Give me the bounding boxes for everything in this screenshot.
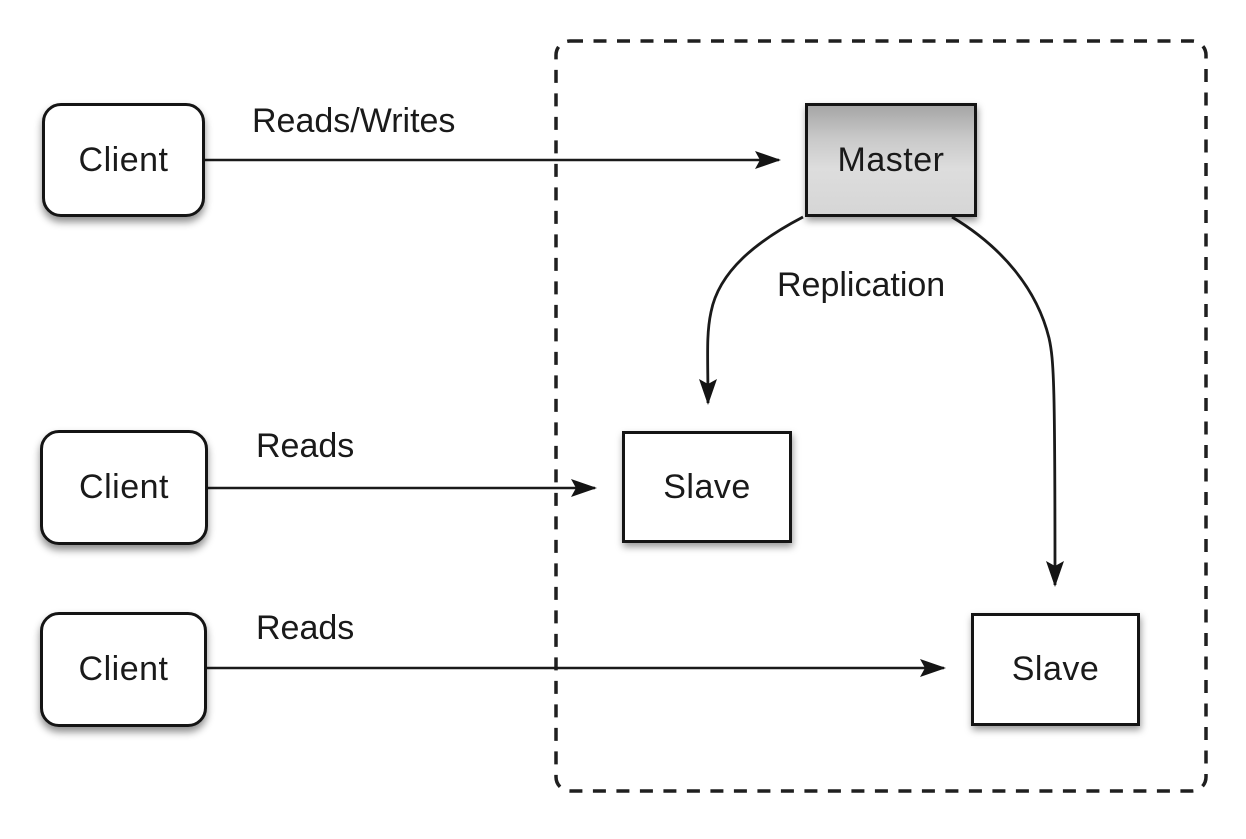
node-client-1-label: Client [78, 140, 169, 179]
node-slave-2: Slave [971, 613, 1140, 726]
node-slave-1-label: Slave [663, 467, 751, 506]
node-client-2-label: Client [79, 468, 169, 506]
node-slave-1: Slave [622, 431, 792, 543]
edge-master-slave1 [698, 215, 804, 405]
node-client-3-label: Client [78, 650, 169, 688]
replication-group-boundary [554, 39, 1208, 793]
edge-label-reads-writes: Reads/Writes [252, 102, 456, 140]
node-client-2: Client [40, 430, 208, 545]
node-slave-2-label: Slave [1011, 650, 1100, 688]
edge-label-reads-top: Reads [256, 427, 355, 465]
node-client-1: Client [42, 103, 205, 217]
node-master-label: Master [837, 140, 945, 179]
node-client-3: Client [40, 612, 207, 727]
edge-label-replication: Replication [777, 266, 946, 304]
edge-label-reads-bottom: Reads [256, 609, 355, 647]
node-master: Master [805, 103, 977, 217]
edge-master-slave2 [951, 215, 1064, 587]
